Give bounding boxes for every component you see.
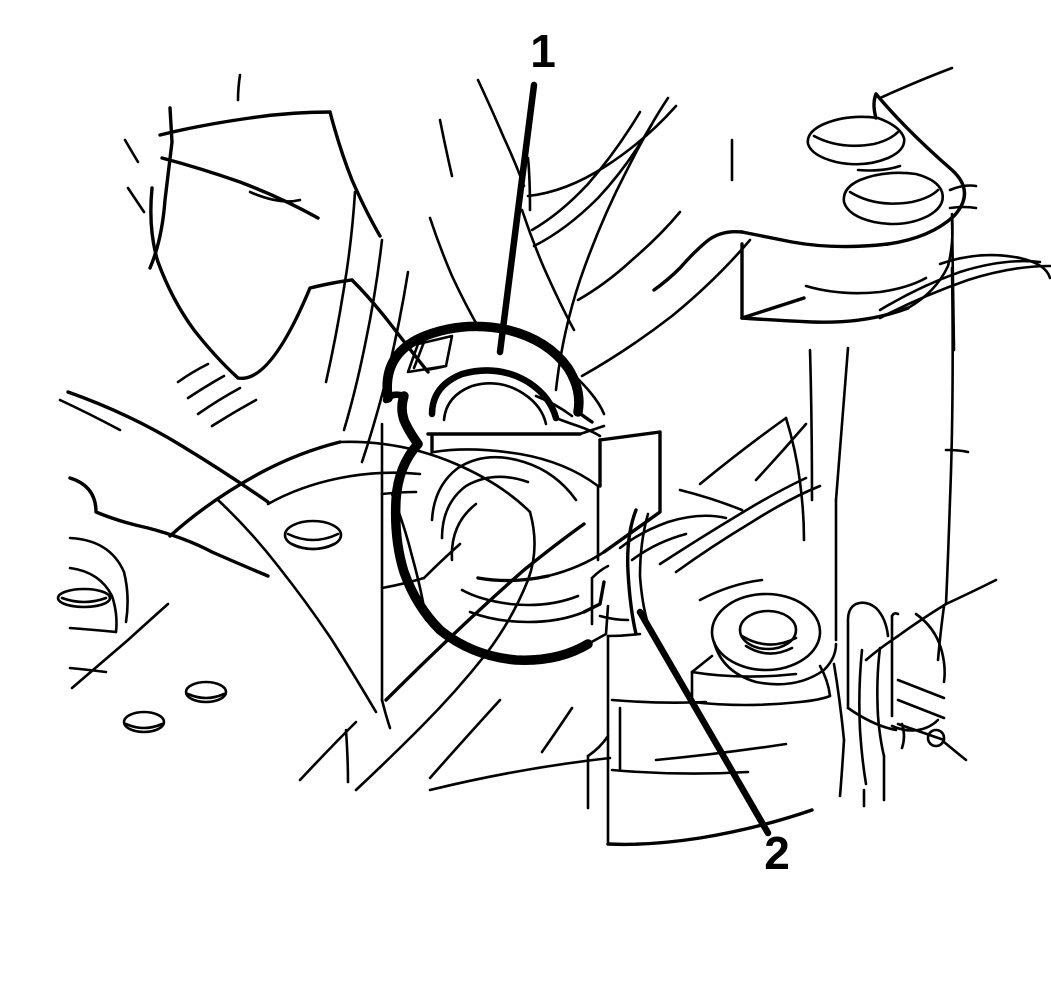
callout-layer: 1 2 [496,25,790,879]
right-cylinder-tower [864,253,1051,662]
center-bearing-cap [382,321,662,665]
callout-2-label: 2 [764,827,790,879]
left-edge-contours [56,390,270,690]
upper-left-casting [123,73,430,464]
center-lower-detail [590,508,728,638]
callout-1-label: 1 [530,25,556,77]
right-boss-with-bore [658,346,850,707]
right-rib-detail [832,601,968,808]
center-top-contours [428,78,752,392]
lower-center-casting [428,634,814,847]
cap-left-pedestal [380,422,586,730]
upper-right-flange [652,66,978,352]
hatch-shading-left [58,362,258,432]
callout-1-leader [496,81,538,356]
callout-2-leader [636,608,772,837]
